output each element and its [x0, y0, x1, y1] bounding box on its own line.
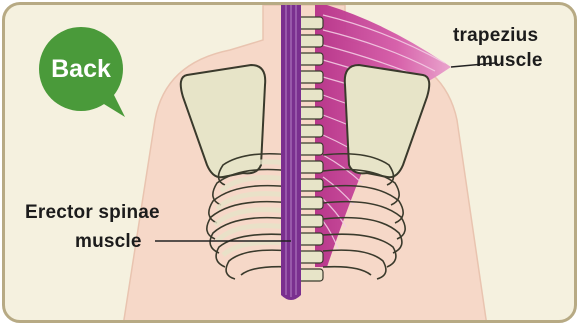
- back-badge: Back: [39, 27, 135, 123]
- trapezius-label-line1: trapezius: [453, 25, 538, 47]
- badge-label: Back: [39, 27, 123, 111]
- erector-spinae-label-line1: Erector spinae: [25, 202, 160, 224]
- erector-spinae-label-line2: muscle: [75, 231, 142, 253]
- trapezius-label-line2: muscle: [476, 50, 543, 72]
